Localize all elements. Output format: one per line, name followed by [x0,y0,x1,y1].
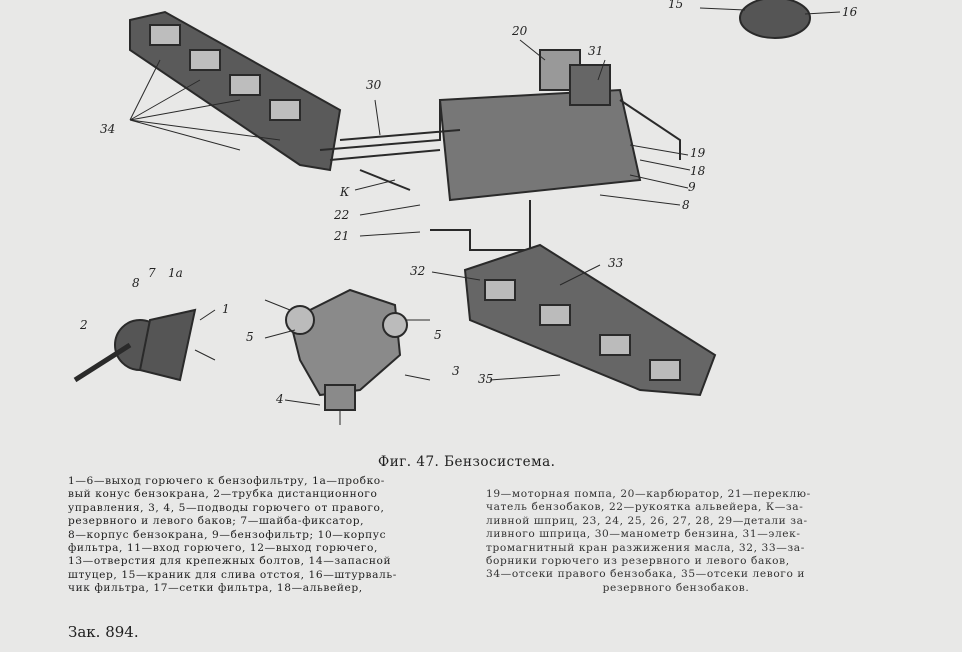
label-35: 35 [478,372,494,386]
legend-line: борники горючего из резервного и левого … [486,555,790,568]
legend-left-column: 1—6—выход горючего к бензофильтру, 1а—пр… [68,475,458,596]
label-22: 22 [334,208,350,222]
label-15: 15 [668,0,684,11]
label-4: 4 [276,392,284,406]
legend-line: 1—6—выход горючего к бензофильтру, 1а—пр… [68,475,385,487]
label-8: 8 [682,198,690,212]
label-2: 2 [80,318,88,332]
legend-line: ливной шприц, 23, 24, 25, 26, 27, 28, 29… [486,514,808,527]
label-5-left: 5 [246,330,254,344]
label-18: 18 [690,164,706,178]
left-reserve-fuel-tank [463,243,717,397]
label-31: 31 [588,44,604,58]
label-7: 7 [148,266,156,280]
label-9: 9 [688,180,696,194]
legend-line: вый конус бензокрана, 2—трубка дистанцио… [68,488,378,501]
fuel-filter [285,288,408,411]
right-fuel-tank [129,10,342,172]
label-32: 32 [410,264,426,278]
label-1a: 1а [168,266,183,280]
legend-line: тромагнитный кран разжижения масла, 32, … [486,541,805,554]
legend-line: 8—корпус бензокрана, 9—бензофильтр; 10—к… [68,528,387,541]
figure-caption: Фиг. 47. Бензосистема. [378,454,556,470]
legend-line: резервного и левого баков; 7—шайба-фикса… [68,515,365,528]
legend-line: 34—отсеки правого бензобака, 35—отсеки л… [486,568,806,581]
legend-line: резервного бензобаков. [602,581,750,594]
label-30: 30 [366,78,382,92]
label-21: 21 [334,229,350,243]
legend-line: управления, 3, 4, 5—подводы горючего от … [68,501,385,514]
label-19: 19 [690,146,706,160]
label-20: 20 [512,24,528,38]
legend-right-column: 19—моторная помпа, 20—карбюратор, 21—пер… [486,488,866,595]
order-number: Зак. 894. [68,623,139,641]
label-8-cock: 8 [132,276,140,290]
top-right-fragment [739,0,811,39]
legend-line: фильтра, 11—вход горючего, 12—выход горю… [68,542,378,555]
engine [438,49,642,202]
label-k: К [340,185,350,199]
leader-lines [129,7,841,425]
legend-line: штуцер, 15—краник для слива отстоя, 16—ш… [68,568,397,581]
legend-line: ливного шприца, 30—манометр бензина, 31—… [486,528,801,541]
legend-line: чатель бензобаков, 22—рукоятка альвейера… [486,501,804,514]
label-16: 16 [842,5,858,19]
label-34: 34 [100,122,116,136]
fuel-cock [73,308,197,383]
legend-line: чик фильтра, 17—сетки фильтра, 18—альвей… [68,582,363,595]
label-1: 1 [222,302,230,316]
fuel-system-illustration [73,0,841,425]
legend-line: 19—моторная помпа, 20—карбюратор, 21—пер… [486,488,811,500]
legend-line: 13—отверстия для крепежных болтов, 14—за… [68,555,392,568]
label-33: 33 [608,256,624,270]
label-5-right: 5 [434,328,442,342]
label-3: 3 [452,364,460,378]
